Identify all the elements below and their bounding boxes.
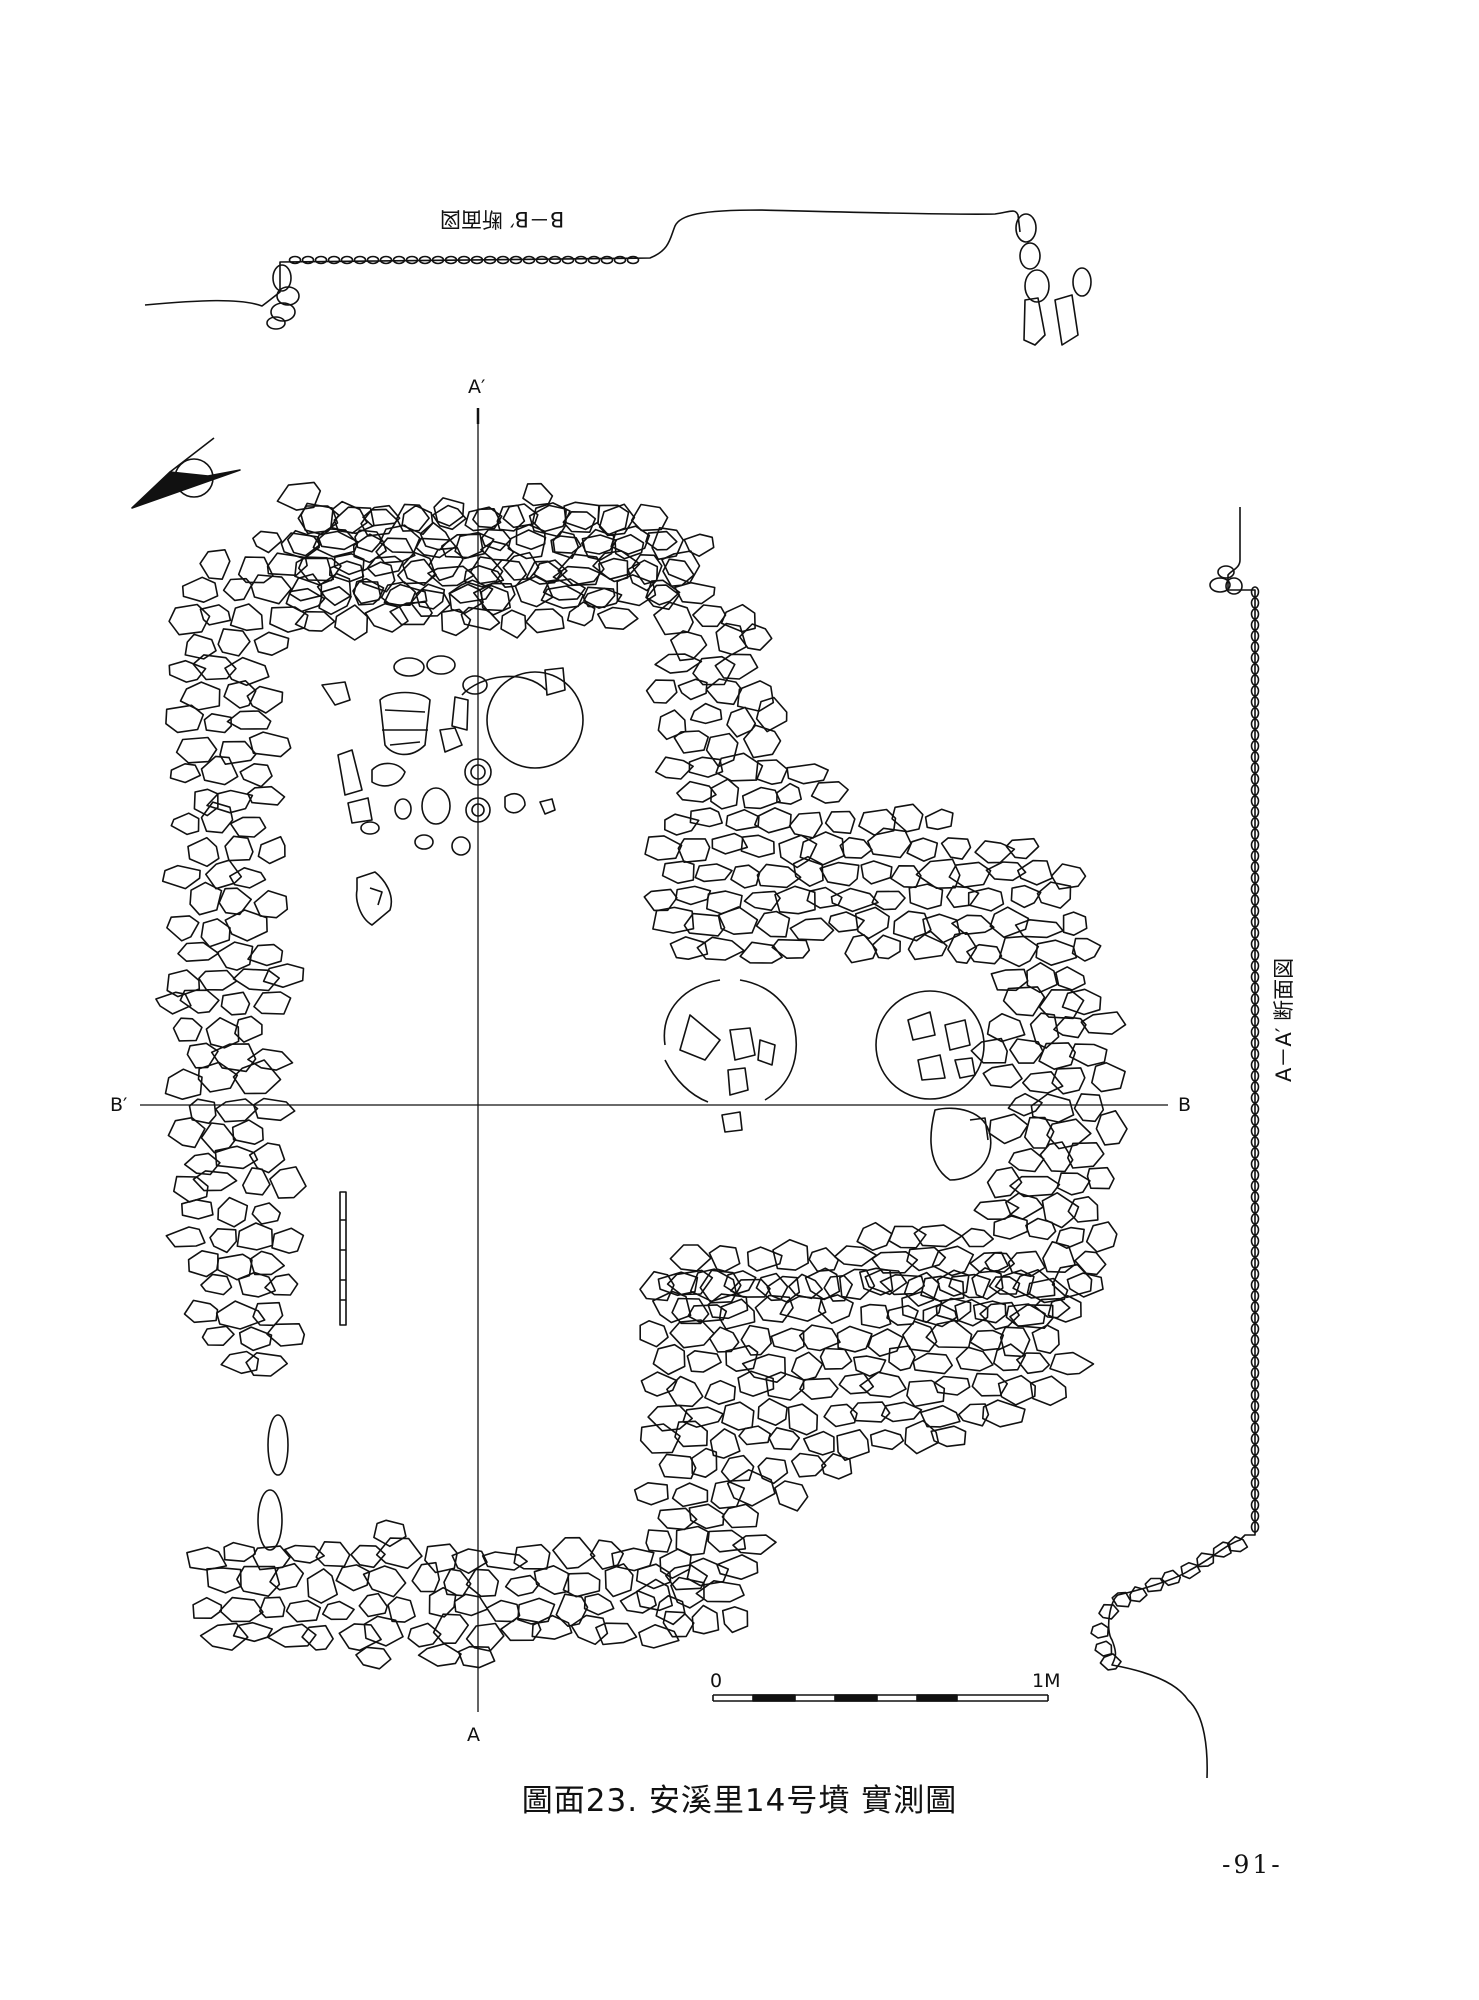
scale-label-zero: 0 bbox=[710, 1670, 723, 1692]
label-b-prime: B′ bbox=[110, 1094, 128, 1116]
scale-bar bbox=[712, 1694, 1049, 1702]
label-a: A bbox=[467, 1724, 480, 1746]
slab-fragments bbox=[257, 1191, 347, 1551]
bb-section-profile bbox=[144, 209, 1092, 346]
bb-section-chain bbox=[288, 255, 640, 265]
page-number: -91- bbox=[1222, 1850, 1283, 1879]
artifact-cluster bbox=[321, 655, 584, 926]
label-a-prime: A′ bbox=[468, 376, 486, 398]
aa-section-title: A－A′ 断面図 bbox=[1272, 957, 1296, 1082]
stone-walls bbox=[155, 481, 1128, 1670]
aa-section-chain bbox=[1250, 586, 1260, 1533]
north-arrow-icon bbox=[131, 437, 241, 509]
bb-left-stones bbox=[266, 264, 300, 330]
axis-lines bbox=[140, 408, 1168, 1712]
aa-top-stones bbox=[1209, 565, 1243, 595]
aa-section-profile bbox=[1090, 507, 1260, 1779]
bb-section-title: B－B′ 断面図 bbox=[440, 207, 565, 231]
central-vessels bbox=[663, 979, 992, 1181]
figure-caption: 圖面23. 安溪里14号墳 實測圖 bbox=[521, 1783, 958, 1819]
aa-bottom-stones bbox=[1090, 1535, 1249, 1671]
bb-right-stones bbox=[1015, 213, 1092, 346]
scale-label-one-meter: 1M bbox=[1032, 1670, 1061, 1692]
label-b: B bbox=[1178, 1094, 1192, 1116]
